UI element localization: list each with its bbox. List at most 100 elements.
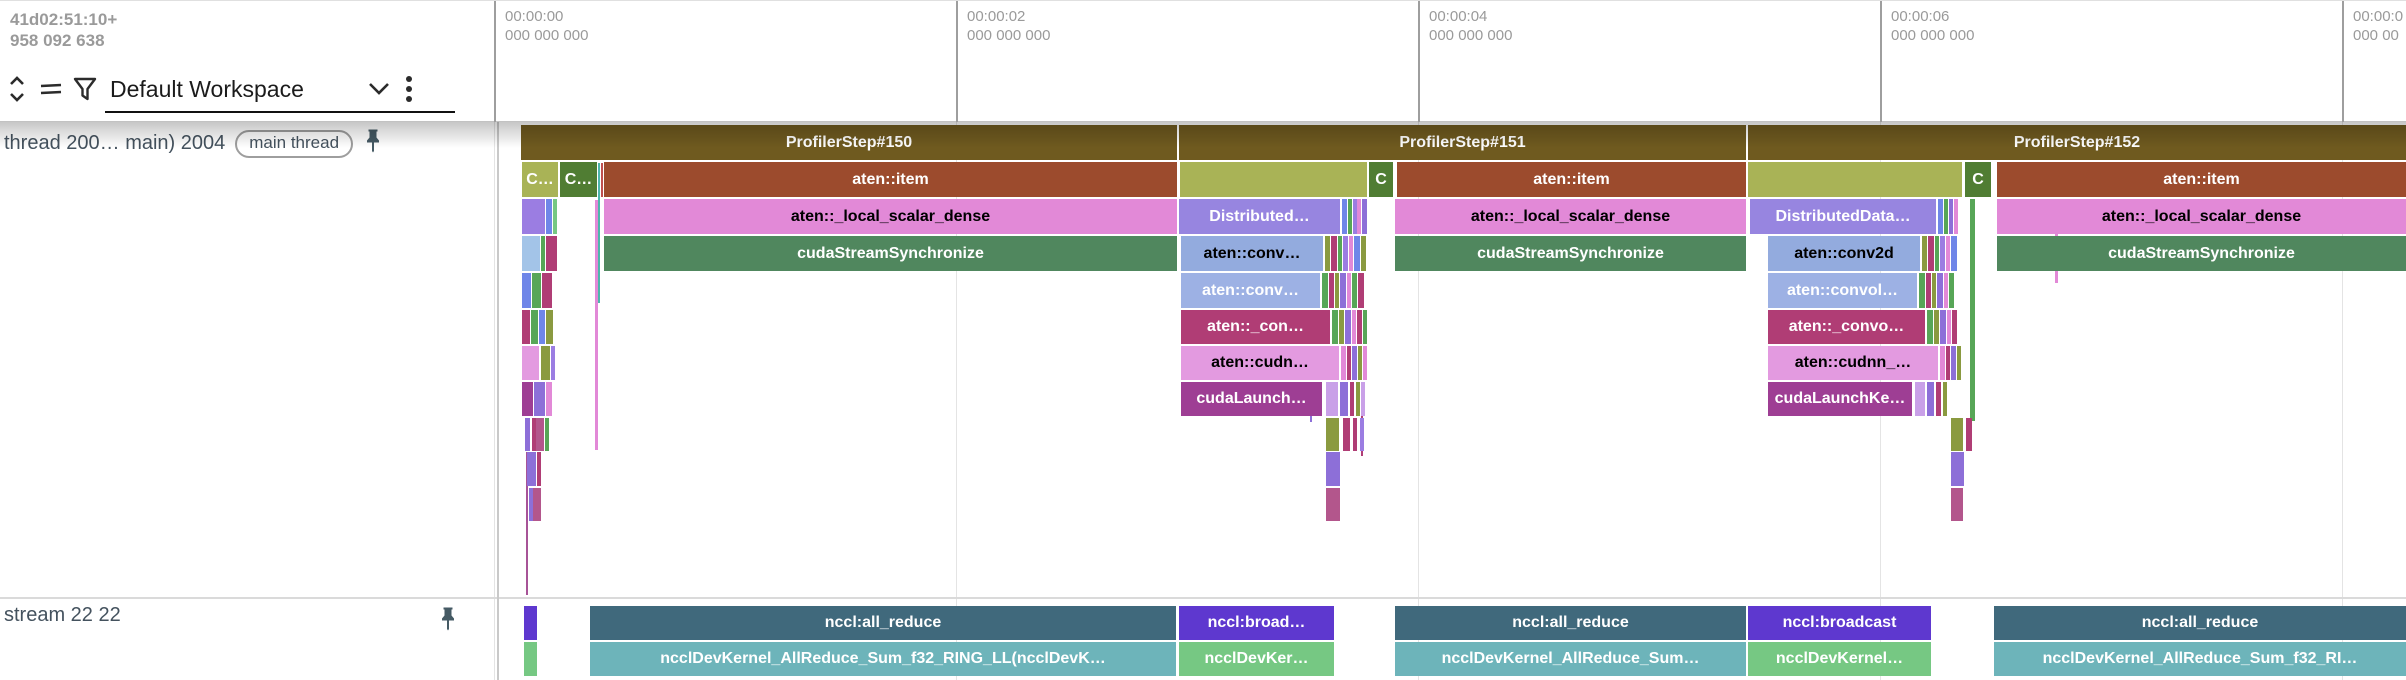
slice[interactable] (1340, 382, 1348, 416)
slice[interactable] (522, 346, 539, 380)
slice[interactable] (1349, 236, 1353, 271)
slice[interactable] (1340, 273, 1346, 308)
pin-icon[interactable] (361, 128, 385, 159)
slice[interactable] (1940, 346, 1945, 380)
slice-c-[interactable]: C… (522, 162, 558, 197)
slice[interactable] (1951, 488, 1963, 521)
slice[interactable] (1342, 199, 1347, 234)
slice[interactable] (536, 418, 544, 451)
slice[interactable] (1926, 273, 1931, 308)
slice[interactable] (1329, 273, 1334, 308)
slice[interactable] (1362, 199, 1367, 234)
slice[interactable] (1343, 418, 1350, 451)
slice-aten-cudnn-[interactable]: aten::cudnn_… (1768, 346, 1938, 380)
slice-profilerstep#150[interactable]: ProfilerStep#150 (521, 125, 1177, 160)
slice[interactable] (1354, 236, 1360, 271)
slice[interactable] (546, 199, 552, 234)
slice-c-[interactable]: C… (560, 162, 597, 197)
slice-nccl-all-reduce[interactable]: nccl:all_reduce (1395, 606, 1746, 640)
slice[interactable] (1353, 418, 1357, 451)
slice-distributeddata-[interactable]: DistributedData… (1750, 199, 1936, 234)
track-header-main-thread[interactable]: thread 200… main) 2004 main thread (0, 128, 385, 159)
slice[interactable] (1363, 346, 1367, 380)
slice[interactable] (1358, 346, 1362, 380)
slice[interactable] (522, 199, 545, 234)
slice[interactable] (1361, 382, 1365, 416)
slice[interactable] (1951, 346, 1956, 380)
slice-cudastreamsynchronize[interactable]: cudaStreamSynchronize (1395, 236, 1746, 271)
slice[interactable] (546, 310, 553, 344)
slice-aten-item[interactable]: aten::item (1397, 162, 1746, 197)
slice[interactable] (546, 236, 557, 271)
slice[interactable] (1937, 273, 1943, 308)
slice-sliver[interactable] (526, 452, 528, 595)
slice-aten-item[interactable]: aten::item (1997, 162, 2406, 197)
slice-sliver[interactable] (601, 163, 603, 197)
slice[interactable] (1356, 382, 1360, 416)
slice[interactable] (527, 452, 536, 486)
slice[interactable] (1335, 273, 1339, 308)
slice[interactable] (1954, 199, 1958, 234)
track-header-stream[interactable]: stream 22 22 (0, 604, 454, 631)
slice[interactable] (1326, 452, 1340, 486)
slice[interactable] (1946, 346, 1950, 380)
slice-sliver[interactable] (598, 163, 600, 303)
slice[interactable] (1957, 346, 1961, 380)
slice-c[interactable]: C (1369, 162, 1393, 197)
slice[interactable] (1943, 382, 1947, 416)
slice-aten-local-scalar-dense[interactable]: aten::_local_scalar_dense (1997, 199, 2406, 234)
slice-aten-convol-[interactable]: aten::convol… (1768, 273, 1917, 308)
slice[interactable] (1952, 310, 1957, 344)
slice[interactable] (529, 488, 533, 521)
slice-aten-conv-[interactable]: aten::conv… (1181, 236, 1323, 271)
slice[interactable] (533, 488, 541, 521)
slice[interactable] (541, 346, 550, 380)
slice[interactable] (1339, 310, 1344, 344)
slice[interactable] (1748, 162, 1962, 197)
slice[interactable] (553, 199, 557, 234)
slice-profilerstep#152[interactable]: ProfilerStep#152 (1748, 125, 2406, 160)
slice-nccldevker-[interactable]: ncclDevKer… (1179, 642, 1334, 676)
slice[interactable] (1966, 418, 1972, 451)
slice-cudastreamsynchronize[interactable]: cudaStreamSynchronize (1997, 236, 2406, 271)
slice-aten-item[interactable]: aten::item (604, 162, 1177, 197)
slice[interactable] (1919, 273, 1925, 308)
slice[interactable] (1951, 418, 1963, 451)
slice[interactable] (524, 606, 537, 640)
slice[interactable] (1343, 236, 1348, 271)
slice[interactable] (532, 418, 536, 451)
slice[interactable] (1936, 382, 1941, 416)
slice[interactable] (1353, 199, 1357, 234)
slice[interactable] (1345, 310, 1351, 344)
slice[interactable] (1361, 236, 1366, 271)
sort-lines-icon[interactable] (34, 69, 68, 109)
slice[interactable] (1946, 236, 1950, 271)
filter-funnel-icon[interactable] (68, 69, 102, 109)
pin-icon[interactable] (436, 606, 460, 637)
slice[interactable] (1348, 199, 1352, 234)
slice-aten-convo-[interactable]: aten::_convo… (1768, 310, 1925, 344)
slice-aten-cudn-[interactable]: aten::cudn… (1181, 346, 1339, 380)
slice[interactable] (1927, 310, 1933, 344)
slice[interactable] (1951, 236, 1957, 271)
slice[interactable] (1357, 199, 1361, 234)
slice[interactable] (1938, 199, 1943, 234)
slice-nccl-broadcast[interactable]: nccl:broadcast (1748, 606, 1931, 640)
slice[interactable] (1326, 382, 1338, 416)
slice-cudalaunch-[interactable]: cudaLaunch… (1181, 382, 1322, 416)
slice[interactable] (1944, 273, 1948, 308)
slice-aten-conv2d[interactable]: aten::conv2d (1768, 236, 1920, 271)
slice[interactable] (1915, 382, 1925, 416)
slice[interactable] (1352, 273, 1357, 308)
slice-nccldevkernel-[interactable]: ncclDevKernel… (1748, 642, 1931, 676)
kebab-menu-icon[interactable] (396, 69, 422, 109)
slice-nccldevkernel-allreduce-sum-[interactable]: ncclDevKernel_AllReduce_Sum… (1395, 642, 1746, 676)
slice[interactable] (1347, 346, 1351, 380)
slice[interactable] (539, 310, 545, 344)
slice[interactable] (522, 236, 540, 271)
slice[interactable] (1352, 310, 1356, 344)
slice[interactable] (537, 452, 541, 486)
slice[interactable] (1940, 236, 1945, 271)
slice[interactable] (1341, 346, 1346, 380)
slice[interactable] (534, 382, 545, 416)
